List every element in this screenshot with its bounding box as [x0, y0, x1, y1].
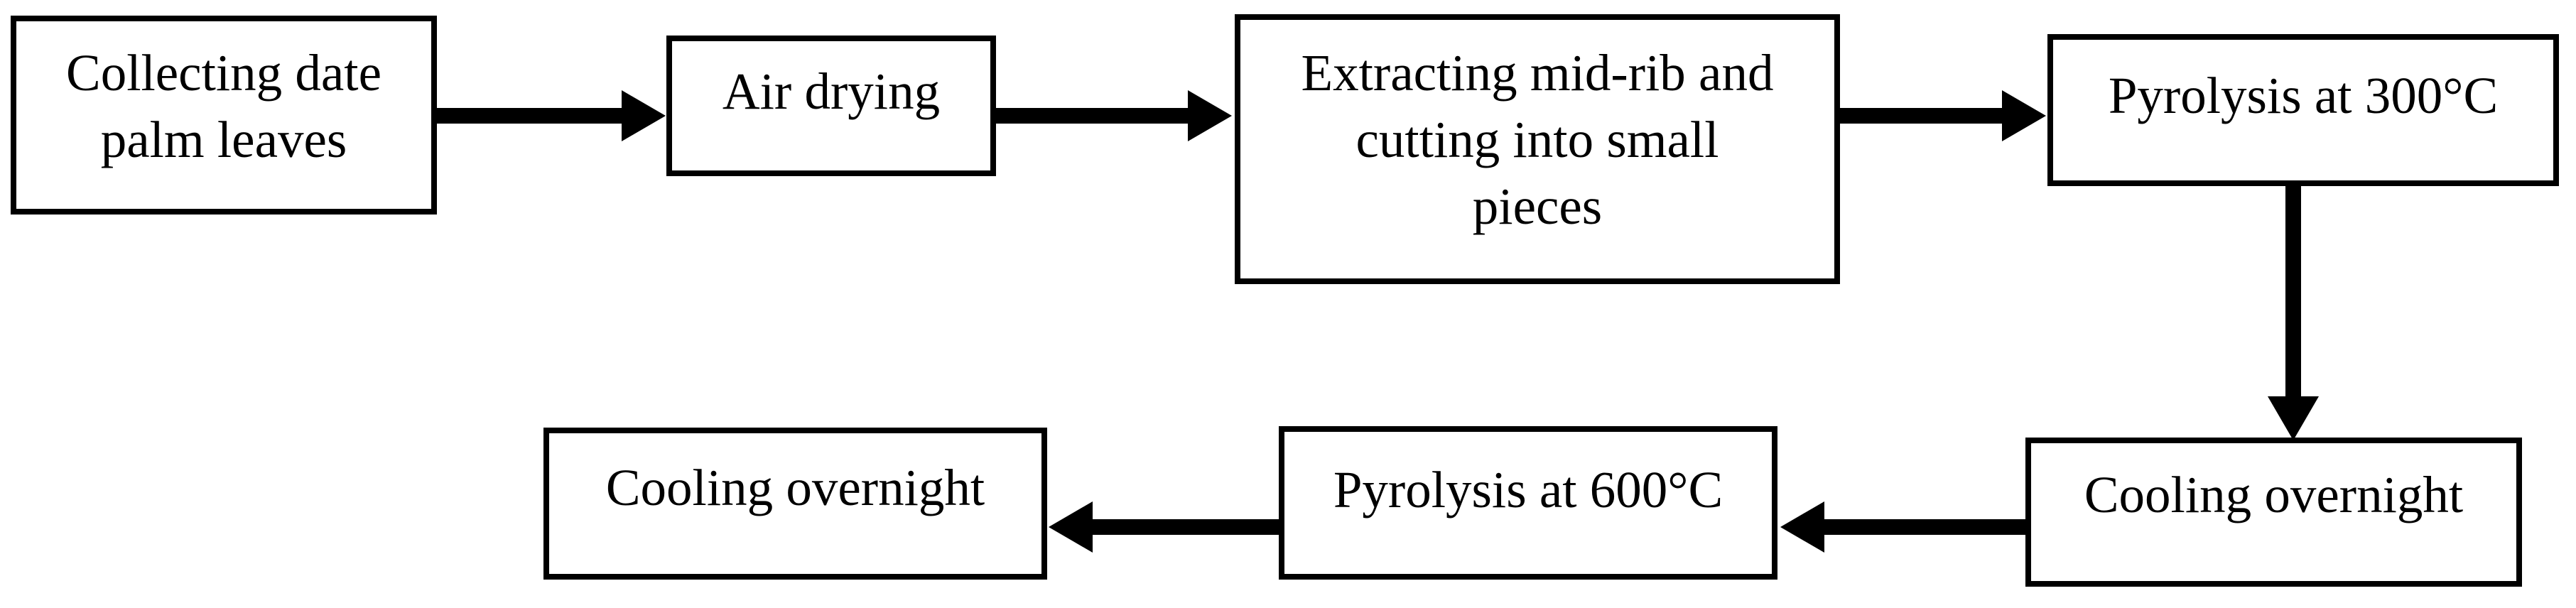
arrow-shaft — [2285, 186, 2301, 398]
flowchart-box-cooling-overnight-2: Cooling overnight — [543, 428, 1047, 580]
arrow-head-left-icon — [1049, 501, 1093, 553]
arrow-shaft — [1840, 108, 2003, 124]
flowchart-box-pyrolysis-600: Pyrolysis at 600°C — [1279, 426, 1777, 580]
arrow-head-left-icon — [1780, 501, 1824, 553]
arrow-head-right-icon — [622, 90, 666, 141]
arrow-shaft — [1823, 519, 2025, 535]
flowchart-box-air-drying: Air drying — [666, 36, 996, 176]
arrow-head-right-icon — [1188, 90, 1232, 141]
arrow-shaft — [437, 108, 624, 124]
flowchart-box-pyrolysis-300: Pyrolysis at 300°C — [2047, 34, 2559, 186]
arrow-shaft — [996, 108, 1189, 124]
flowchart-box-collecting: Collecting date palm leaves — [11, 16, 437, 215]
flowchart-box-cooling-overnight-1: Cooling overnight — [2025, 438, 2522, 587]
arrow-head-down-icon — [2268, 396, 2319, 440]
arrow-head-right-icon — [2002, 90, 2046, 141]
flowchart-box-extracting: Extracting mid-rib and cutting into smal… — [1235, 14, 1840, 284]
arrow-shaft — [1091, 519, 1279, 535]
